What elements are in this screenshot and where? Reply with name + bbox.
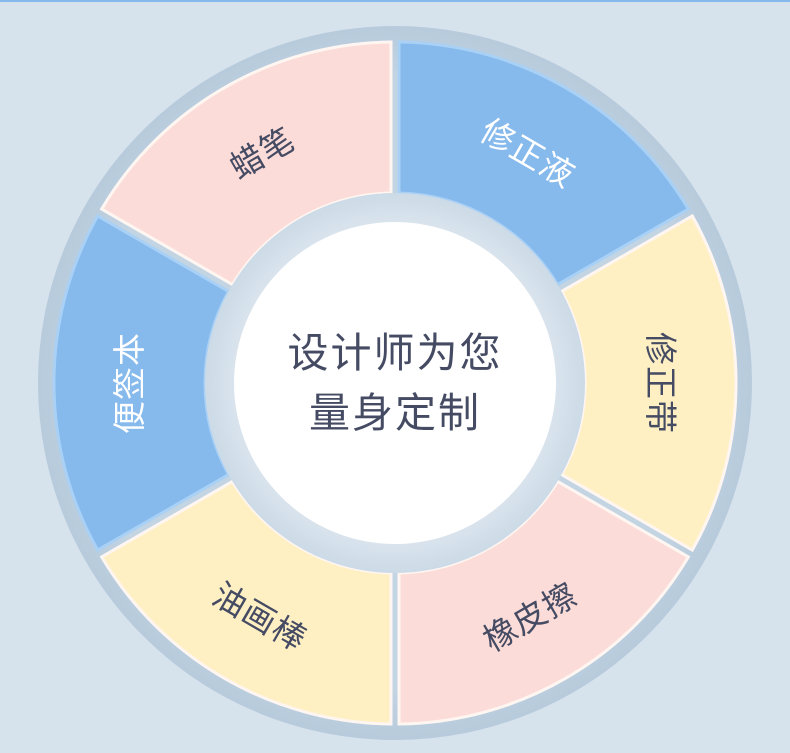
segment-label-correction-tape: 修正带: [641, 332, 680, 434]
center-caption-line-2: 量身定制: [309, 389, 481, 437]
center-circle: [234, 222, 556, 544]
top-accent-line: [0, 0, 790, 2]
center-caption: 设计师为您 量身定制: [235, 223, 555, 543]
center-caption-line-1: 设计师为您: [287, 329, 503, 377]
segment-label-sticky-notes: 便签本: [110, 332, 149, 434]
